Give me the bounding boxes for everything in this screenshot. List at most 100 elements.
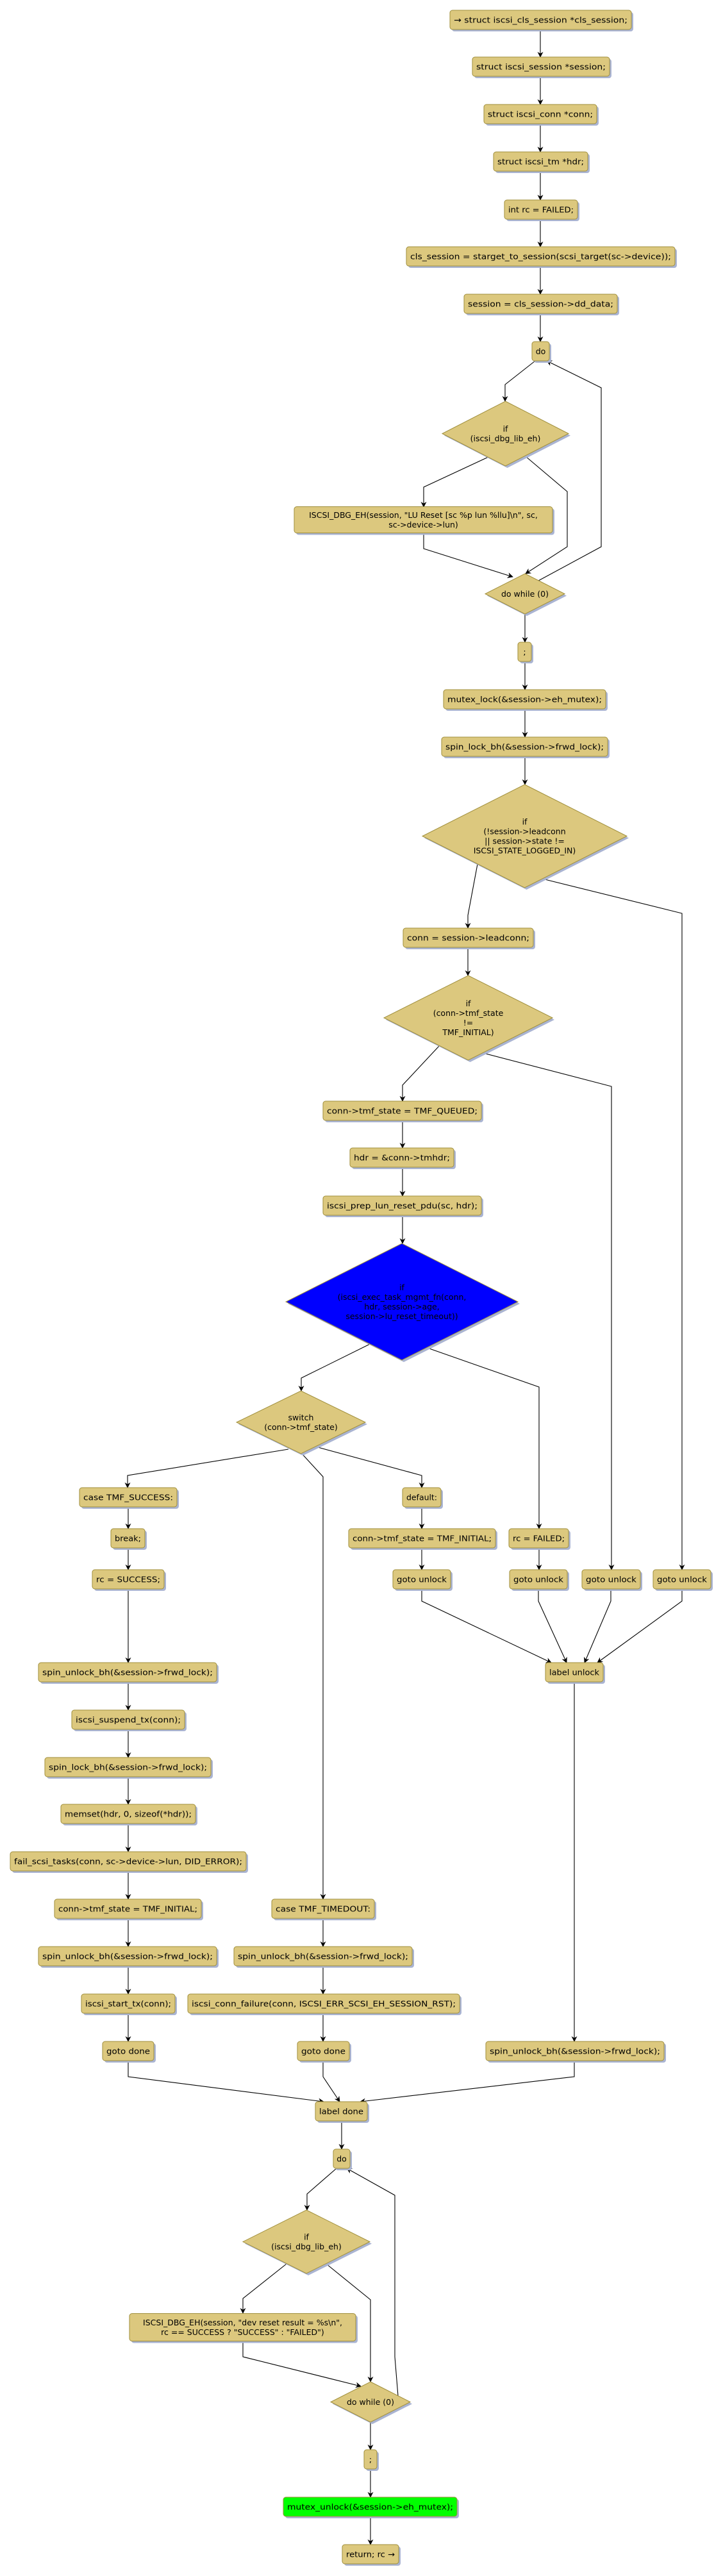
statement-box-shape <box>403 927 534 948</box>
flow-edge-arrow <box>360 2061 575 2104</box>
node-label: TMF_INITIAL) <box>442 1027 494 1037</box>
decision-diamond-shape <box>235 1390 367 1454</box>
node-label: ; <box>523 647 526 657</box>
flow-edge-arrow <box>317 1447 425 1488</box>
node-label: break; <box>115 1534 141 1543</box>
flow-edge-arrow <box>538 1589 567 1663</box>
statement-node: goto done <box>297 2041 351 2063</box>
statement-box-shape <box>283 2497 458 2517</box>
flow-edge-arrow <box>399 1045 440 1102</box>
node-label: conn->tmf_state = TMF_QUEUED; <box>327 1106 478 1116</box>
statement-box-shape <box>483 104 597 124</box>
flow-edge-arrow <box>483 1052 615 1570</box>
statement-box-shape <box>508 1528 569 1549</box>
decision-node: if(iscsi_dbg_lib_eh) <box>242 2209 372 2275</box>
statement-node: goto unlock <box>392 1569 453 1591</box>
node-label: rc = FAILED; <box>513 1534 565 1543</box>
node-label: spin_lock_bh(&session->frwd_lock); <box>445 742 604 752</box>
decision-diamond-shape <box>484 573 566 615</box>
node-label: spin_unlock_bh(&session->frwd_lock); <box>490 2047 660 2056</box>
statement-node: conn->tmf_state = TMF_INITIAL; <box>348 1528 497 1550</box>
statement-box-shape <box>406 246 676 267</box>
statement-box-shape <box>441 736 608 757</box>
decision-node: if(conn->tmf_state!=TMF_INITIAL) <box>383 975 554 1062</box>
node-label: if <box>399 1283 404 1292</box>
node-label: || session->state != <box>485 836 565 846</box>
statement-node: ; <box>517 642 533 663</box>
statement-node: label done <box>315 2101 369 2123</box>
statement-node: ISCSI_DBG_EH(session, "LU Reset [sc %p l… <box>294 506 554 535</box>
statement-node: memset(hdr, 0, sizeof(*hdr)); <box>60 1804 197 1825</box>
node-label: goto unlock <box>513 1575 564 1584</box>
node-label: rc == SUCCESS ? "SUCCESS" : "FAILED") <box>161 2327 324 2337</box>
node-label: label unlock <box>549 1668 600 1677</box>
node-label: default: <box>406 1493 437 1502</box>
node-label: hdr = &conn->tmhdr; <box>354 1153 450 1163</box>
statement-box-shape <box>509 1569 568 1590</box>
node-label: ISCSI_DBG_EH(session, "LU Reset [sc %p l… <box>309 510 538 520</box>
statement-box-shape <box>463 294 618 314</box>
decision-diamond-shape <box>383 975 554 1061</box>
statement-box-shape <box>517 642 532 662</box>
statement-node: spin_lock_bh(&session->frwd_lock); <box>441 736 610 758</box>
node-label: return; rc → <box>346 2550 395 2559</box>
node-label: hdr, session->age, <box>364 1302 439 1311</box>
flow-edge-arrow <box>326 2263 374 2382</box>
statement-node: conn->tmf_state = TMF_QUEUED; <box>322 1101 483 1122</box>
statement-node: do <box>333 2148 352 2170</box>
statement-node: rc = FAILED; <box>508 1528 570 1550</box>
node-label: switch <box>288 1413 314 1422</box>
decision-diamond-shape <box>421 784 628 888</box>
statement-node: case TMF_SUCCESS: <box>79 1487 179 1509</box>
node-label: iscsi_prep_lun_reset_pdu(sc, hdr); <box>327 1201 478 1211</box>
statement-node: do <box>531 341 551 363</box>
statement-box-shape <box>348 1528 496 1549</box>
statement-box-shape <box>315 2101 368 2122</box>
statement-box-shape <box>60 1804 196 1824</box>
flow-edge-arrow <box>421 1589 552 1663</box>
flow-edge-arrow <box>502 360 536 402</box>
statement-box-shape <box>79 1487 178 1508</box>
flow-edge-arrow <box>465 863 478 929</box>
statement-node: iscsi_suspend_tx(conn); <box>71 1709 187 1731</box>
statement-node: iscsi_start_tx(conn); <box>81 1993 177 2015</box>
node-label: goto unlock <box>397 1575 447 1584</box>
flow-edge-arrow <box>420 456 490 508</box>
flow-edge-arrow <box>423 533 513 578</box>
flow-edge-arrow <box>346 2168 399 2397</box>
statement-node: ISCSI_DBG_EH(session, "dev reset result … <box>129 2313 358 2343</box>
statement-box-shape <box>504 199 578 220</box>
statement-box-shape <box>92 1569 165 1590</box>
node-label: rc = SUCCESS; <box>96 1575 160 1584</box>
statement-box-shape <box>187 1993 460 2014</box>
statement-box-shape <box>233 1946 413 1966</box>
node-label: goto done <box>106 2047 150 2056</box>
flow-edge-arrow <box>242 2341 362 2388</box>
node-label: (iscsi_dbg_lib_eh) <box>470 434 541 444</box>
statement-node: struct iscsi_conn *conn; <box>483 104 599 126</box>
node-label: goto unlock <box>657 1575 708 1584</box>
statement-node: mutex_lock(&session->eh_mutex); <box>443 689 608 711</box>
node-label: (conn->tmf_state <box>433 1008 504 1018</box>
statement-node: mutex_unlock(&session->eh_mutex); <box>283 2497 459 2518</box>
node-label: mutex_unlock(&session->eh_mutex); <box>287 2502 453 2512</box>
statement-box-shape <box>44 1757 212 1777</box>
statement-node: goto done <box>102 2041 156 2063</box>
node-label: struct iscsi_session *session; <box>476 62 606 72</box>
node-label: iscsi_suspend_tx(conn); <box>76 1715 181 1725</box>
flow-edge-arrow <box>240 2263 287 2314</box>
node-label: spin_unlock_bh(&session->frwd_lock); <box>42 1668 213 1677</box>
flow-edge-arrow <box>128 2061 324 2104</box>
node-label: != <box>463 1018 474 1027</box>
node-label: spin_unlock_bh(&session->frwd_lock); <box>42 1952 213 1961</box>
node-label: do while (0) <box>347 2397 394 2407</box>
edges <box>124 29 685 2545</box>
node-label: (conn->tmf_state) <box>264 1422 338 1432</box>
statement-box-shape <box>392 1569 451 1590</box>
flow-edge-arrow <box>124 1449 289 1488</box>
decision-diamond-shape <box>441 401 570 467</box>
decision-diamond-shape <box>329 2381 411 2423</box>
node-label: sc->device->lun) <box>388 520 458 529</box>
decision-node: if(!session->leadconn|| session->state !… <box>421 784 629 890</box>
